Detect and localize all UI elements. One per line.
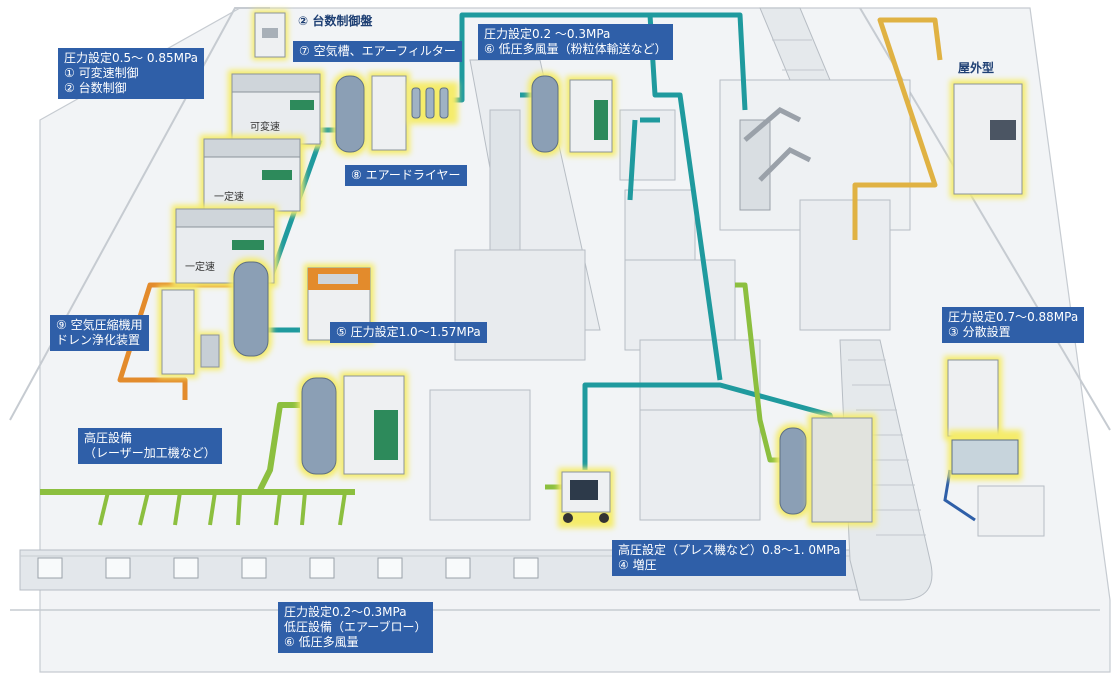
equipment-box xyxy=(977,485,1045,537)
label-drain-line1: ⑨ 空気圧縮機用 xyxy=(56,318,143,332)
label-high-pressure: ⑤ 圧力設定1.0～1.57MPa xyxy=(330,322,487,343)
air-filters xyxy=(408,82,458,124)
label-dispersed-line2: ③ 分散設置 xyxy=(948,325,1011,339)
label-dispersed-line1: 圧力設定0.7～0.88MPa xyxy=(948,310,1079,324)
green-pipe-header xyxy=(40,402,355,495)
label-dryer: ⑧ エアードライヤー xyxy=(345,165,467,186)
outdoor-compressor xyxy=(950,80,1026,198)
label-top-left: 圧力設定0.5～ 0.85MPa ① 可変速制御 ② 台数制御 xyxy=(58,48,205,99)
compressor-variable-speed: 可変速 xyxy=(228,70,324,148)
dispersed-compressor xyxy=(944,356,1022,480)
yellow-pipe xyxy=(852,17,943,240)
right-conveyor xyxy=(839,339,933,601)
low-pressure-compressor-set xyxy=(298,372,408,478)
label-press-line1: 高圧設定（プレス機など）0.8～1. 0MPa xyxy=(618,543,841,557)
label-laser-line2: （レーザー加工機など） xyxy=(84,446,216,460)
label-press-line2: ④ 増圧 xyxy=(618,558,657,572)
label-low-pressure-bottom-line1: 圧力設定0.2～0.3MPa xyxy=(284,605,407,619)
fixed-speed-label-1: 一定速 xyxy=(214,190,244,203)
fixed-speed-label-2: 一定速 xyxy=(185,260,215,273)
air-blow-nozzles xyxy=(98,491,347,526)
label-top-left-line1: 圧力設定0.5～ 0.85MPa xyxy=(64,51,199,65)
label-low-pressure-top-line2: ⑥ 低圧多風量（粉粒体輸送など） xyxy=(484,42,667,56)
label-top-left-line2: ① 可変速制御 xyxy=(64,66,139,80)
label-laser-line1: 高圧設備 xyxy=(84,431,133,445)
label-press: 高圧設定（プレス機など）0.8～1. 0MPa ④ 増圧 xyxy=(612,540,847,576)
label-low-pressure-top: 圧力設定0.2 ～0.3MPa ⑥ 低圧多風量（粉粒体輸送など） xyxy=(478,24,673,60)
label-dispersed: 圧力設定0.7～0.88MPa ③ 分散設置 xyxy=(942,307,1085,343)
label-tank-filter: ⑦ 空気槽、エアーフィルター xyxy=(293,41,462,62)
label-outdoor: 屋外型 xyxy=(958,61,995,75)
control-panel xyxy=(252,10,288,60)
label-low-pressure-bottom: 圧力設定0.2～0.3MPa 低圧設備（エアーブロー） ⑥ 低圧多風量 xyxy=(278,602,433,653)
left-wall xyxy=(9,7,270,421)
press-compressor-set xyxy=(776,414,876,526)
label-low-pressure-bottom-line2: 低圧設備（エアーブロー） xyxy=(284,620,427,634)
label-control-panel: ② 台数制御盤 xyxy=(298,14,373,28)
label-drain-line2: ドレン浄化装置 xyxy=(56,333,141,347)
air-tank-1 xyxy=(332,72,368,156)
teal-pipe-main xyxy=(250,14,723,381)
label-low-pressure-bottom-line3: ⑥ 低圧多風量 xyxy=(284,635,359,649)
air-dryer xyxy=(368,72,410,154)
label-drain: ⑨ 空気圧縮機用 ドレン浄化装置 xyxy=(50,315,149,351)
compressor-fixed-speed-1: 一定速 xyxy=(200,135,304,215)
press-machines xyxy=(429,109,891,521)
label-top-left-line3: ② 台数制御 xyxy=(64,81,127,95)
drain-purifier xyxy=(158,286,222,378)
booster-unit xyxy=(558,468,614,528)
label-laser: 高圧設備 （レーザー加工機など） xyxy=(78,428,222,464)
air-tank-main xyxy=(230,258,272,360)
variable-speed-label: 可変速 xyxy=(250,120,280,133)
label-low-pressure-top-line1: 圧力設定0.2 ～0.3MPa xyxy=(484,27,611,41)
low-pressure-set-top xyxy=(528,72,616,156)
